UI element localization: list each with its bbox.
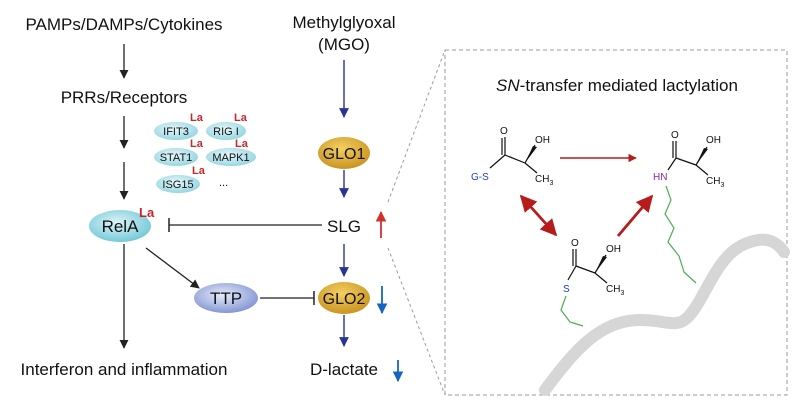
lysine-side-chain [664, 185, 697, 284]
outcome-label: Interferon and inflammation [21, 360, 228, 379]
lactylated-protein-mapk1: MAPK1 La [206, 138, 256, 166]
inset-connector-top [387, 49, 446, 203]
slg-molecule [489, 137, 538, 174]
slg-label: SLG [327, 217, 361, 236]
svg-text:MAPK1: MAPK1 [212, 152, 249, 164]
s-to-n-transfer-arrow [616, 194, 654, 237]
gs-label: G-S [471, 172, 489, 183]
receptors-label: PRRs/Receptors [61, 88, 188, 107]
protein-surface [539, 233, 790, 396]
mgo-label-line1: Methylglyoxal [293, 13, 396, 32]
ttp-node: TTP [194, 283, 258, 313]
wedge-bond [696, 148, 708, 165]
rela-node: RelA La [89, 205, 155, 242]
protein-list-ellipsis: ... [219, 177, 228, 189]
lactyl-mark: La [139, 205, 155, 220]
hydroxyl-label: OH [706, 135, 721, 146]
svg-text:TTP: TTP [210, 289, 242, 308]
glo2-node: GLO2 [318, 282, 370, 314]
lactyl-mark: La [190, 138, 204, 150]
dlactate-label: D-lactate [310, 360, 378, 379]
thioester-s-label: S [563, 284, 570, 295]
hydroxyl-label: OH [606, 244, 621, 255]
lactylated-protein-ifit3: IFIT3 La [154, 112, 204, 140]
inset-box [444, 49, 788, 396]
svg-text:GLO2: GLO2 [323, 291, 366, 308]
lactyl-mark: La [235, 138, 249, 150]
stimuli-label: PAMPs/DAMPs/Cytokines [25, 15, 222, 34]
rela-to-ttp-arrow [145, 247, 200, 289]
lactyl-mark: La [192, 165, 206, 177]
hn-label: HN [653, 172, 667, 183]
wedge-bond [595, 256, 607, 273]
inset-title: SN-transfer mediated lactylation [496, 76, 738, 95]
wedge-bond [525, 146, 537, 163]
svg-text:ISG15: ISG15 [162, 179, 193, 191]
lactylated-protein-rig-i: RIG I La [206, 112, 248, 140]
methyl-label: CH3 [606, 284, 624, 297]
cysteine-side-chain [560, 295, 584, 327]
hydroxyl-label: OH [535, 135, 550, 146]
svg-text:IFIT3: IFIT3 [163, 126, 189, 138]
methyl-label: CH3 [706, 176, 724, 189]
svg-text:GLO1: GLO1 [323, 146, 366, 163]
carbonyl-o-label: O [500, 126, 508, 137]
lactylated-protein-stat1: STAT1 La [154, 138, 204, 166]
lactyl-mark: La [234, 112, 248, 124]
svg-text:STAT1: STAT1 [160, 152, 193, 164]
carbonyl-o-label: O [671, 130, 679, 141]
mgo-label-line2: (MGO) [318, 35, 370, 54]
svg-text:RelA: RelA [102, 217, 140, 236]
reversible-transfer-arrow [519, 194, 558, 237]
glo1-node: GLO1 [318, 137, 370, 169]
inset-connector-bottom [387, 247, 446, 396]
svg-text:RIG I: RIG I [213, 126, 239, 138]
lactyl-mark: La [190, 112, 204, 124]
carbonyl-o-label: O [571, 238, 579, 249]
lactylated-protein-isg15: ISG15 La [156, 165, 206, 193]
methyl-label: CH3 [535, 174, 553, 187]
